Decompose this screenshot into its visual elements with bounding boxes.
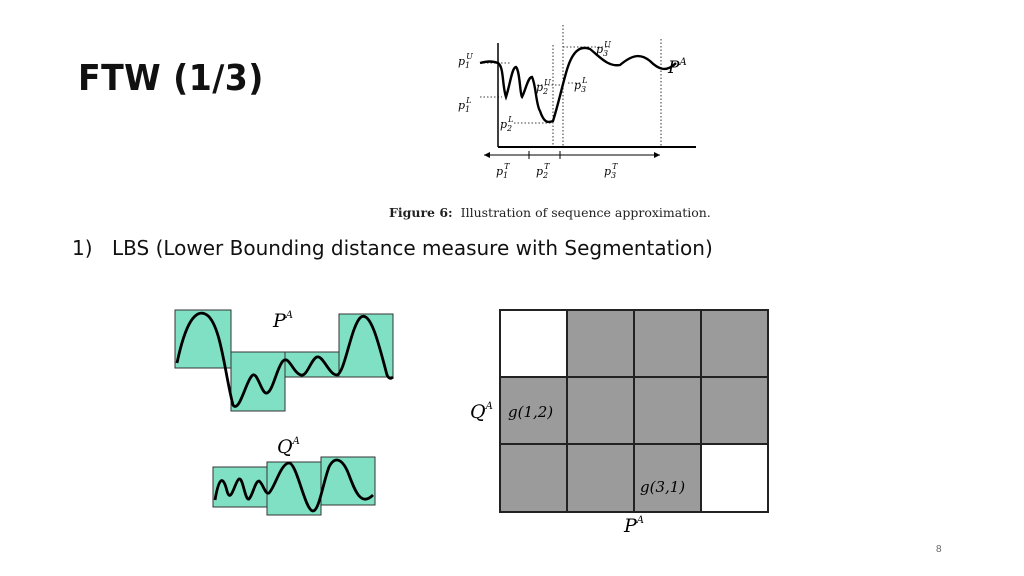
grid-cell (566, 376, 635, 445)
segmentation-figure: PA QA (165, 295, 405, 530)
label-p1-lower: p1L (458, 96, 471, 114)
sequence-curve (479, 46, 677, 124)
grid-cell (633, 376, 702, 445)
sequence-approximation-figure: p1U p1L p2L p2U p3L p3U PA p1T p2T p3T (440, 25, 710, 190)
grid-cell (700, 376, 769, 445)
page-number: 8 (936, 544, 942, 555)
segmentation-diagram: PA QA (174, 309, 394, 516)
distance-grid-figure: g(1,2) g(3,1) QA PA (462, 300, 782, 545)
grid-cell (566, 309, 635, 378)
qa-label: QA (277, 436, 300, 458)
bullet-number: 1) (72, 236, 93, 260)
grid-cell-empty (700, 443, 769, 513)
figure-caption-text: Illustration of sequence approximation. (460, 205, 711, 220)
label-p2-lower: p2L (500, 115, 513, 133)
bullet-item: 1) LBS (Lower Bounding distance measure w… (72, 236, 713, 260)
distance-grid-diagram: g(1,2) g(3,1) QA PA (470, 309, 769, 537)
grid-cell (499, 376, 568, 445)
label-p3-upper: p3U (596, 40, 611, 58)
figure-label: Figure 6: (389, 205, 453, 220)
grid-cell (566, 443, 635, 513)
grid-cell-empty (499, 309, 568, 378)
slide-title: FTW (1/3) (78, 58, 264, 99)
grid-col-label: PA (623, 515, 644, 537)
bullet-text: LBS (Lower Bounding distance measure wit… (112, 236, 713, 260)
label-p2-t: p2T (536, 162, 550, 180)
figure-caption: Figure 6: Illustration of sequence approx… (389, 205, 711, 220)
label-p3-lower: p3L (574, 76, 587, 94)
grid-cell-label-g12: g(1,2) (508, 403, 553, 421)
arrow-head (654, 152, 660, 158)
label-p1-t: p1T (496, 162, 510, 180)
label-series-pa: PA (667, 57, 687, 78)
label-p1-upper: p1U (458, 52, 473, 70)
grid-cell (700, 309, 769, 378)
qa-sequence-curve (213, 458, 374, 513)
pa-sequence-curve (175, 311, 394, 408)
label-p2-upper: p2U (536, 78, 551, 96)
grid-cell-label-g31: g(3,1) (640, 478, 685, 496)
qa-segment-box (212, 466, 268, 508)
label-p3-t: p3T (604, 162, 618, 180)
pa-label: PA (272, 310, 293, 332)
sequence-approximation-diagram: p1U p1L p2L p2U p3L p3U PA p1T p2T p3T (458, 25, 696, 180)
grid-cell (499, 443, 568, 513)
grid-row-label: QA (470, 401, 493, 423)
grid-cell (633, 309, 702, 378)
arrow-head (484, 152, 490, 158)
